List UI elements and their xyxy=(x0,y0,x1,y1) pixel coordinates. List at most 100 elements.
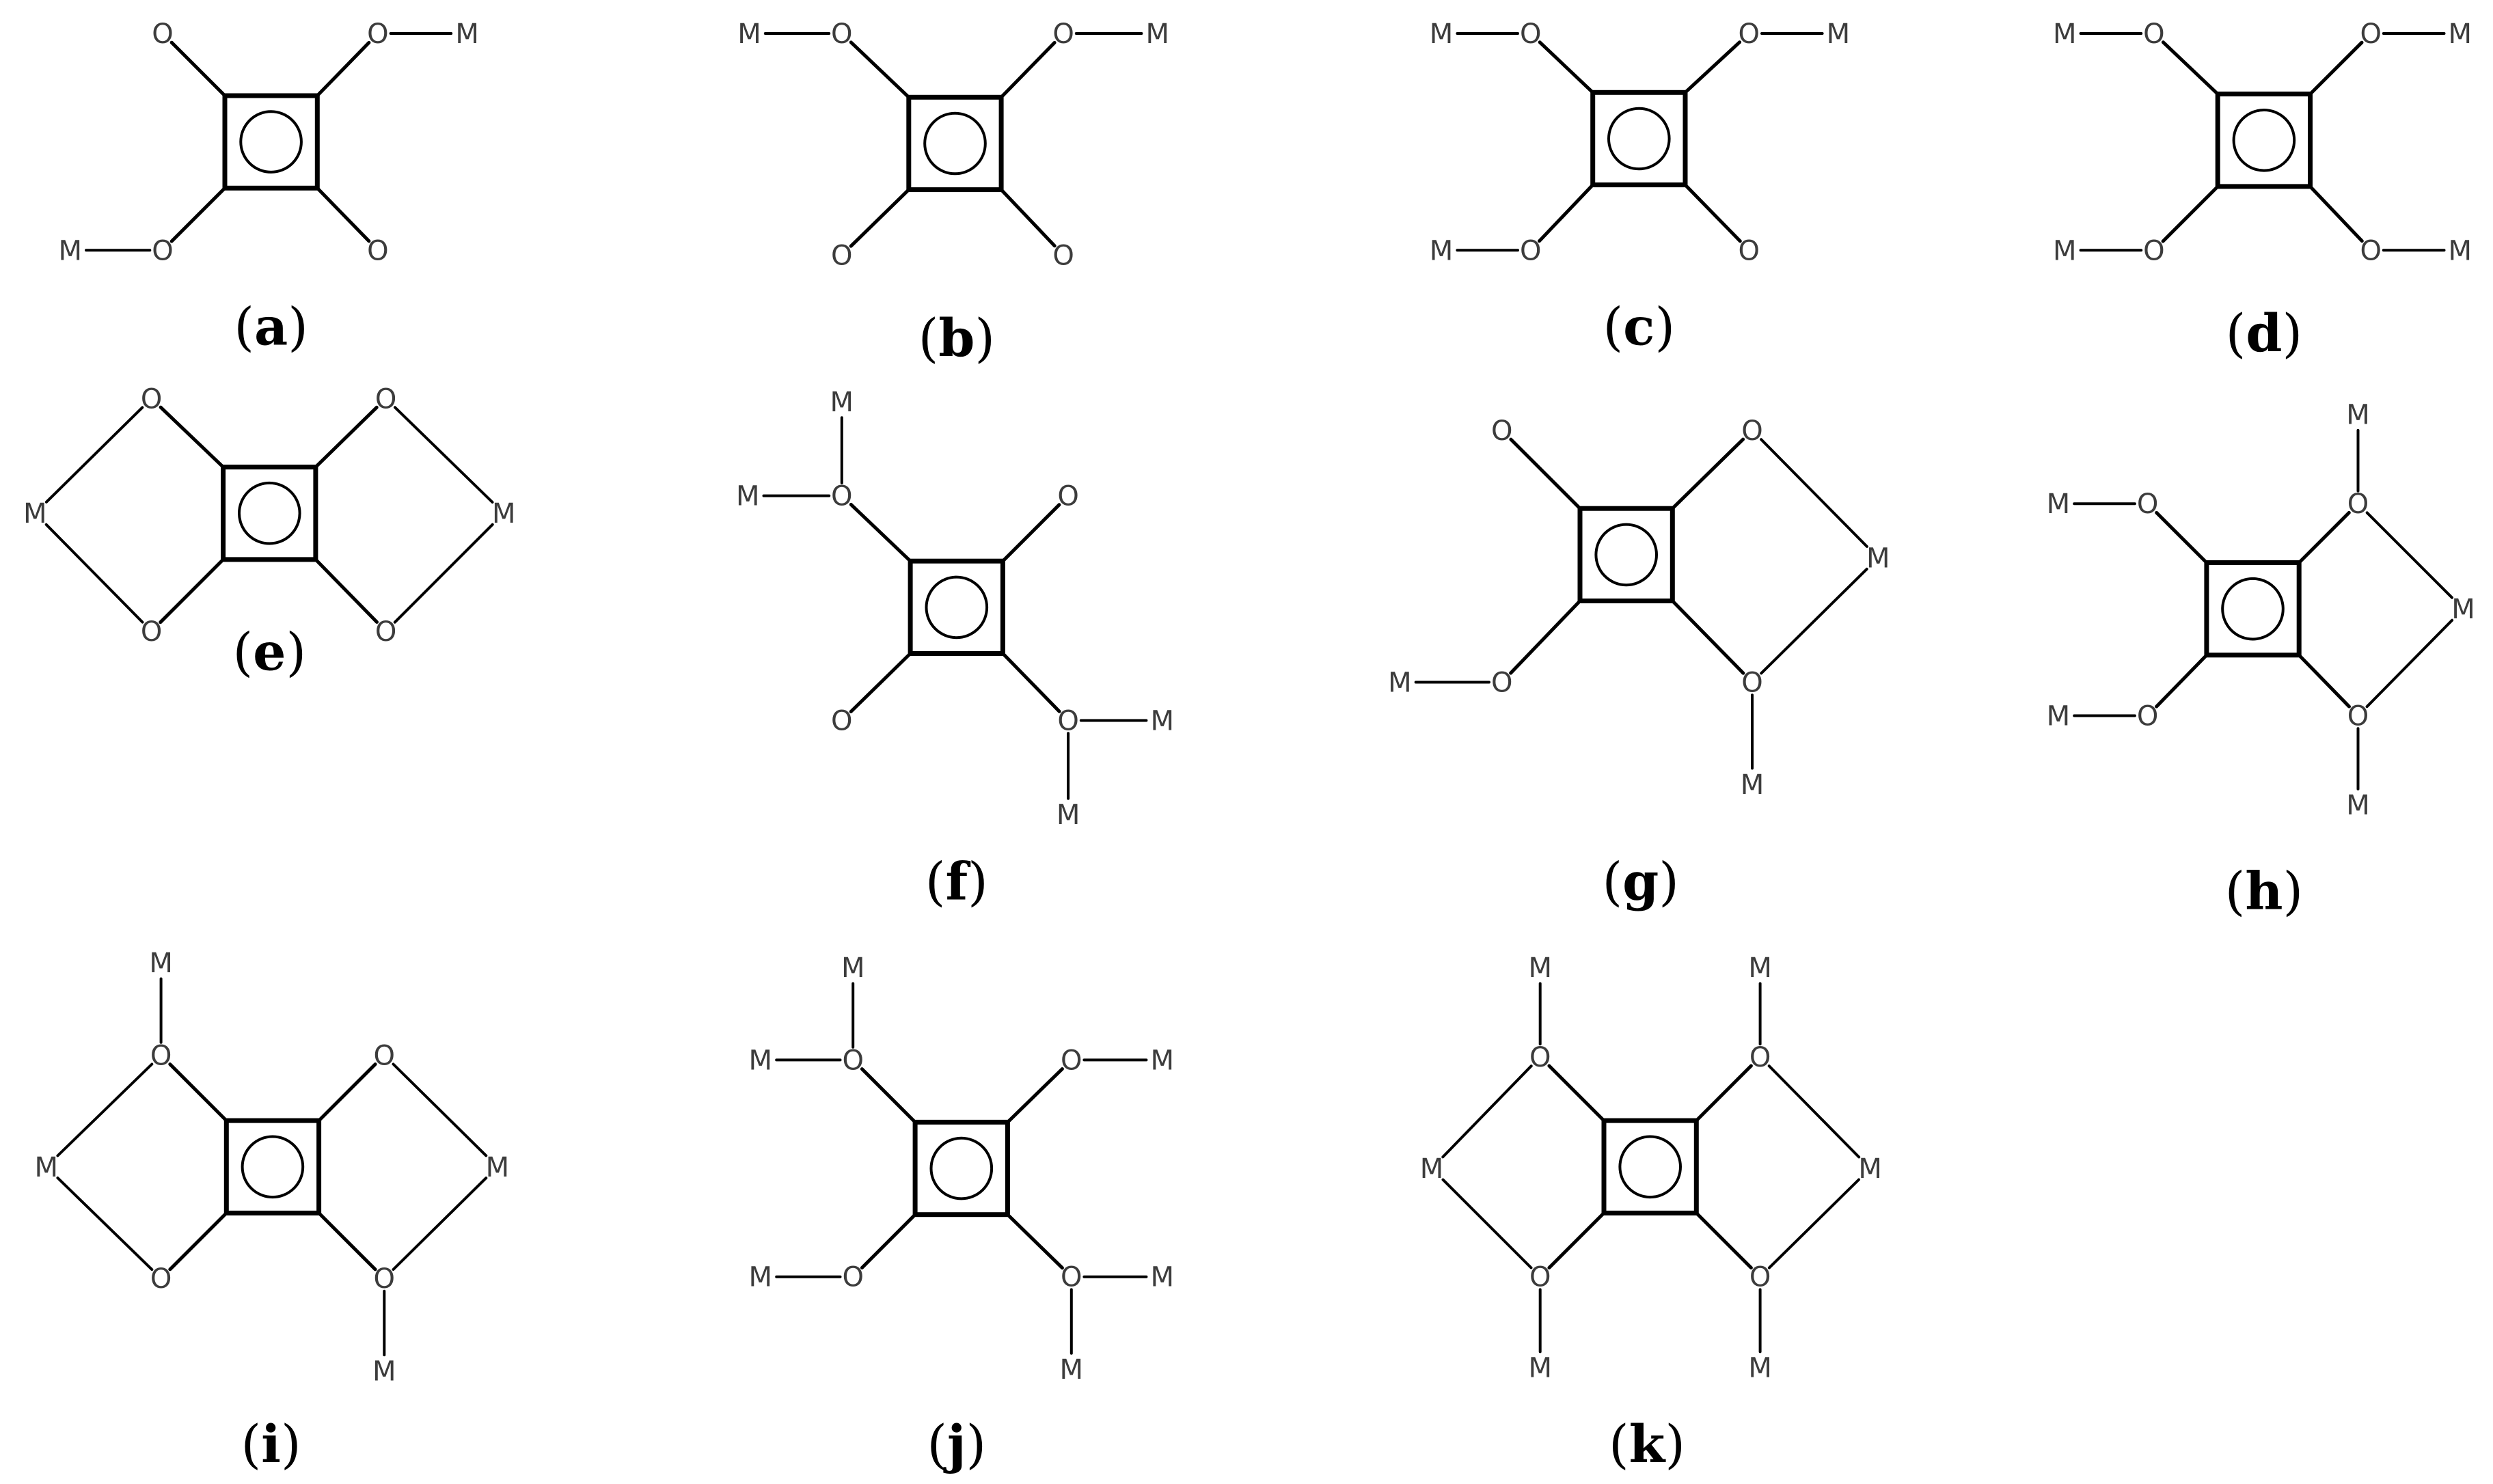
c-o-bond-tr xyxy=(1001,503,1061,563)
c-o-bond-tr xyxy=(1006,1067,1064,1124)
panel-label-a: (a) xyxy=(234,297,308,357)
oxygen-atom-tr: O xyxy=(1749,1042,1771,1073)
panel-label-i: (i) xyxy=(241,1414,301,1474)
bridge-bond-left-bl xyxy=(56,1177,154,1272)
c-o-bond-tl xyxy=(2161,40,2220,96)
oxygen-atom-bl: O xyxy=(2137,701,2158,732)
squarate-ring-circle xyxy=(923,111,987,176)
oxygen-atom-br: O xyxy=(1061,1262,1082,1293)
oxygen-atom-bl: O xyxy=(141,616,162,648)
oxygen-atom-br: O xyxy=(1749,1262,1771,1293)
c-o-bond-bl xyxy=(1509,599,1582,675)
squarate-ring-circle xyxy=(1594,523,1658,587)
c-o-bond-tr xyxy=(314,405,379,469)
bridging-metal-left: M xyxy=(23,498,47,530)
c-o-bond-tl xyxy=(849,40,911,99)
oxygen-atom-tr: O xyxy=(1061,1045,1082,1076)
c-o-bond-tr xyxy=(317,1062,377,1123)
bridging-metal-right: M xyxy=(486,1152,510,1183)
oxygen-atom-tl: O xyxy=(831,481,852,512)
panel-label-j: (j) xyxy=(927,1414,986,1474)
squarate-ring-circle xyxy=(2221,577,2285,641)
c-o-bond-br xyxy=(315,186,371,243)
c-o-bond-tl xyxy=(2155,510,2209,564)
c-o-bond-bl xyxy=(168,1211,228,1272)
c-o-bond-tr xyxy=(315,40,371,98)
bridging-metal-left: M xyxy=(1420,1153,1444,1185)
c-o-bond-br xyxy=(2308,184,2364,243)
oxygen-atom-tr: O xyxy=(2347,489,2369,520)
oxygen-atom-tl: O xyxy=(1520,18,1541,50)
oxygen-atom-tr: O xyxy=(1739,18,1760,50)
oxygen-atom-tr: O xyxy=(1741,415,1762,447)
panel-label-d: (d) xyxy=(2226,303,2302,363)
squarate-ring-circle xyxy=(2232,109,2296,172)
c-o-bond-tl xyxy=(168,1062,228,1123)
metal-atom-br: M xyxy=(372,1356,396,1387)
c-o-bond-bl xyxy=(169,186,227,243)
oxygen-atom-tr: O xyxy=(1057,481,1078,512)
bridge-bond-right-br xyxy=(1760,567,1868,675)
oxygen-atom-bl: O xyxy=(2143,235,2164,266)
metal-atom-br: M xyxy=(1060,1354,1084,1386)
metal-atom-tl: M xyxy=(2053,18,2077,50)
metal-atom-br: M xyxy=(1151,706,1175,737)
metal-atom-br: M xyxy=(1057,799,1080,831)
oxygen-atom-bl: O xyxy=(1520,235,1541,266)
c-o-bond-bl xyxy=(1538,183,1595,243)
bridge-bond-right-tr xyxy=(392,1062,488,1157)
c-o-bond-bl xyxy=(849,188,911,248)
c-o-bond-br xyxy=(1006,1213,1064,1270)
c-o-bond-tl xyxy=(1509,437,1582,510)
c-o-bond-bl xyxy=(860,1213,917,1269)
c-o-bond-bl xyxy=(849,652,912,713)
bridging-metal-right: M xyxy=(1858,1153,1882,1185)
c-o-bond-br xyxy=(317,1211,377,1272)
bridge-bond-right-br xyxy=(393,523,494,624)
metal-atom-br: M xyxy=(1741,769,1765,801)
squarate-ring-square xyxy=(2215,92,2313,189)
metal-atom-br: M xyxy=(2346,790,2370,821)
c-o-bond-tl xyxy=(849,502,912,563)
metal-atom-tr: M xyxy=(2449,18,2472,50)
squarate-ring-square xyxy=(906,94,1004,193)
bridge-bond-right-tr xyxy=(394,406,494,504)
oxygen-atom-bl: O xyxy=(842,1262,863,1293)
panel-label-g: (g) xyxy=(1602,851,1678,912)
oxygen-atom-tr: O xyxy=(374,1040,395,1071)
oxygen-atom-tr: O xyxy=(375,383,396,415)
metal-atom-tr: M xyxy=(1146,18,1170,50)
metal-atom-tr: M xyxy=(455,18,479,50)
panel-label-f: (f) xyxy=(925,851,988,912)
oxygen-atom-br: O xyxy=(374,1263,395,1295)
bridging-metal-right: M xyxy=(1866,543,1890,575)
oxygen-atom-bl: O xyxy=(831,706,852,737)
metal-atom-tr: M xyxy=(1151,1045,1175,1076)
bridge-bond-left-tl xyxy=(56,1062,154,1157)
metal-atom-br: M xyxy=(1151,1262,1175,1293)
c-o-bond-bl xyxy=(1547,1211,1606,1269)
metal-atom-bl: M xyxy=(1430,235,1454,266)
metal-atom-br: M xyxy=(2449,235,2472,266)
bridge-bond-right-tr xyxy=(1767,1064,1861,1159)
oxygen-atom-tl: O xyxy=(141,383,162,415)
metal-atom-tl: M xyxy=(749,1045,773,1076)
squarate-ring-circle xyxy=(929,1136,994,1200)
oxygen-atom-tl: O xyxy=(2143,18,2164,50)
metal-atom-tr: M xyxy=(1827,18,1851,50)
squarate-ring-circle xyxy=(1607,107,1671,171)
oxygen-atom-br: O xyxy=(1741,668,1762,699)
squarate-ring-circle xyxy=(925,575,989,640)
c-o-bond-br xyxy=(1694,1211,1753,1269)
c-o-bond-tl xyxy=(1547,1064,1606,1123)
panel-label-h: (h) xyxy=(2225,861,2304,922)
metal-atom-br: M xyxy=(1748,1353,1772,1384)
